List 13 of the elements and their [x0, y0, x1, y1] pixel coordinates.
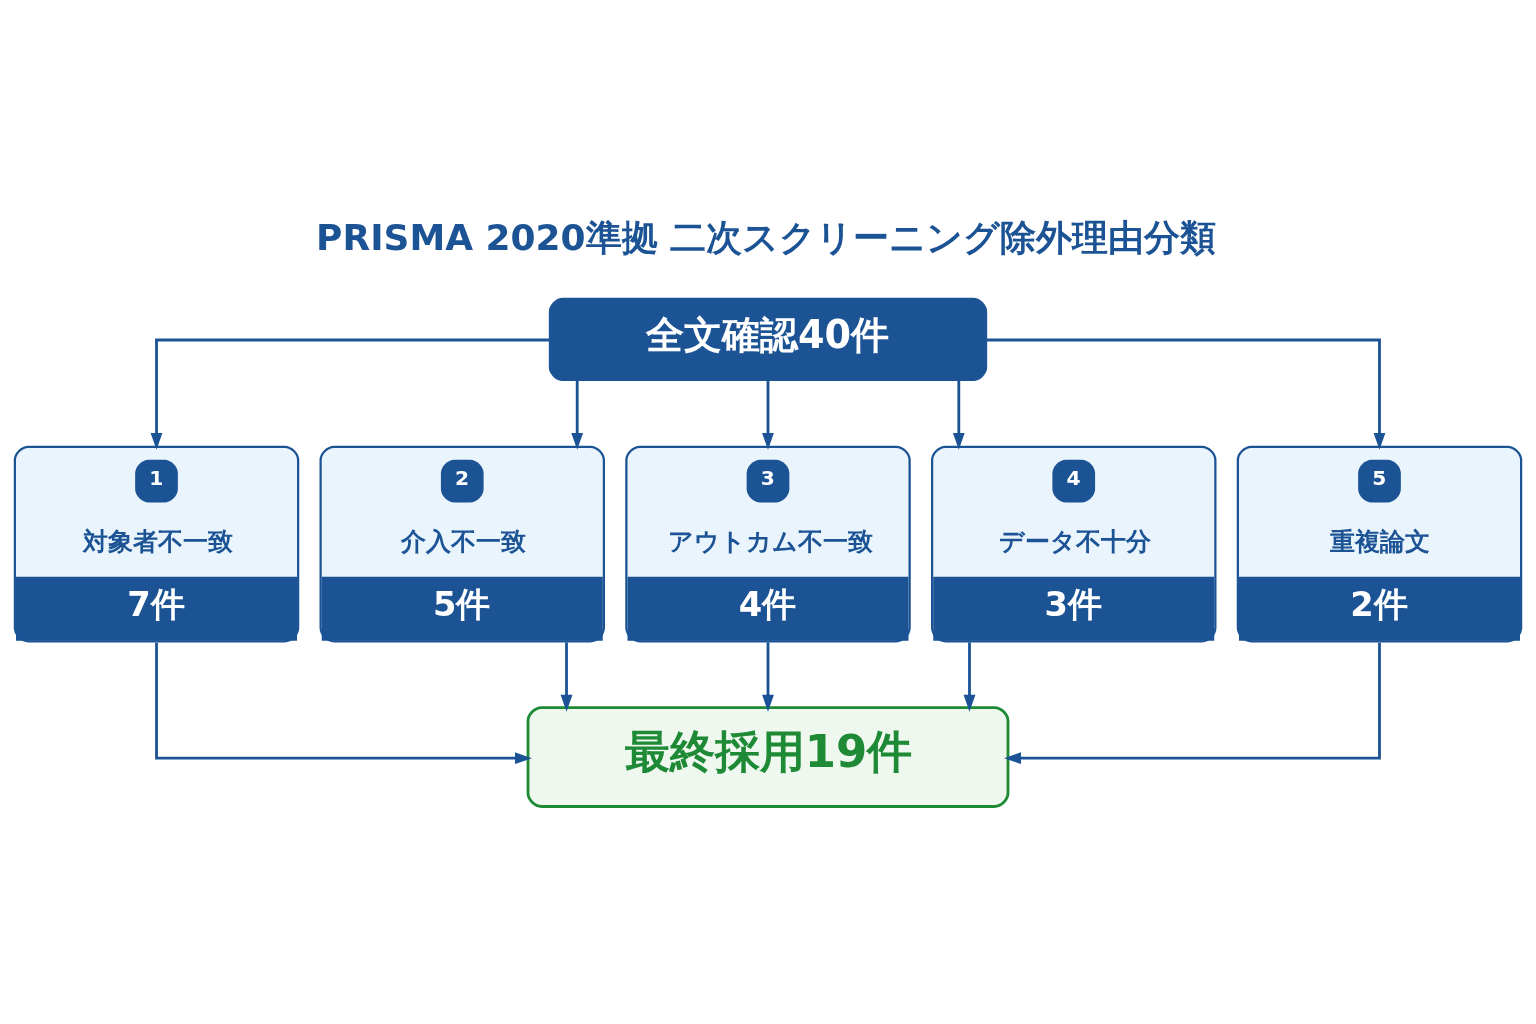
- node-box: 全文確認40件: [548, 297, 988, 382]
- arrow: [987, 338, 1386, 450]
- diagram-title: PRISMA 2020準拠 二次スクリーニング除外理由分類: [316, 216, 1217, 258]
- node-box: 最終採用19件: [526, 706, 1010, 808]
- arrow: [762, 380, 774, 450]
- arrow: [150, 338, 549, 450]
- arrow: [963, 642, 976, 712]
- arrow: [952, 380, 965, 450]
- arrow: [1004, 642, 1381, 765]
- arrow: [560, 642, 573, 712]
- arrow: [762, 642, 774, 712]
- arrow: [571, 380, 584, 450]
- arrow: [155, 642, 532, 765]
